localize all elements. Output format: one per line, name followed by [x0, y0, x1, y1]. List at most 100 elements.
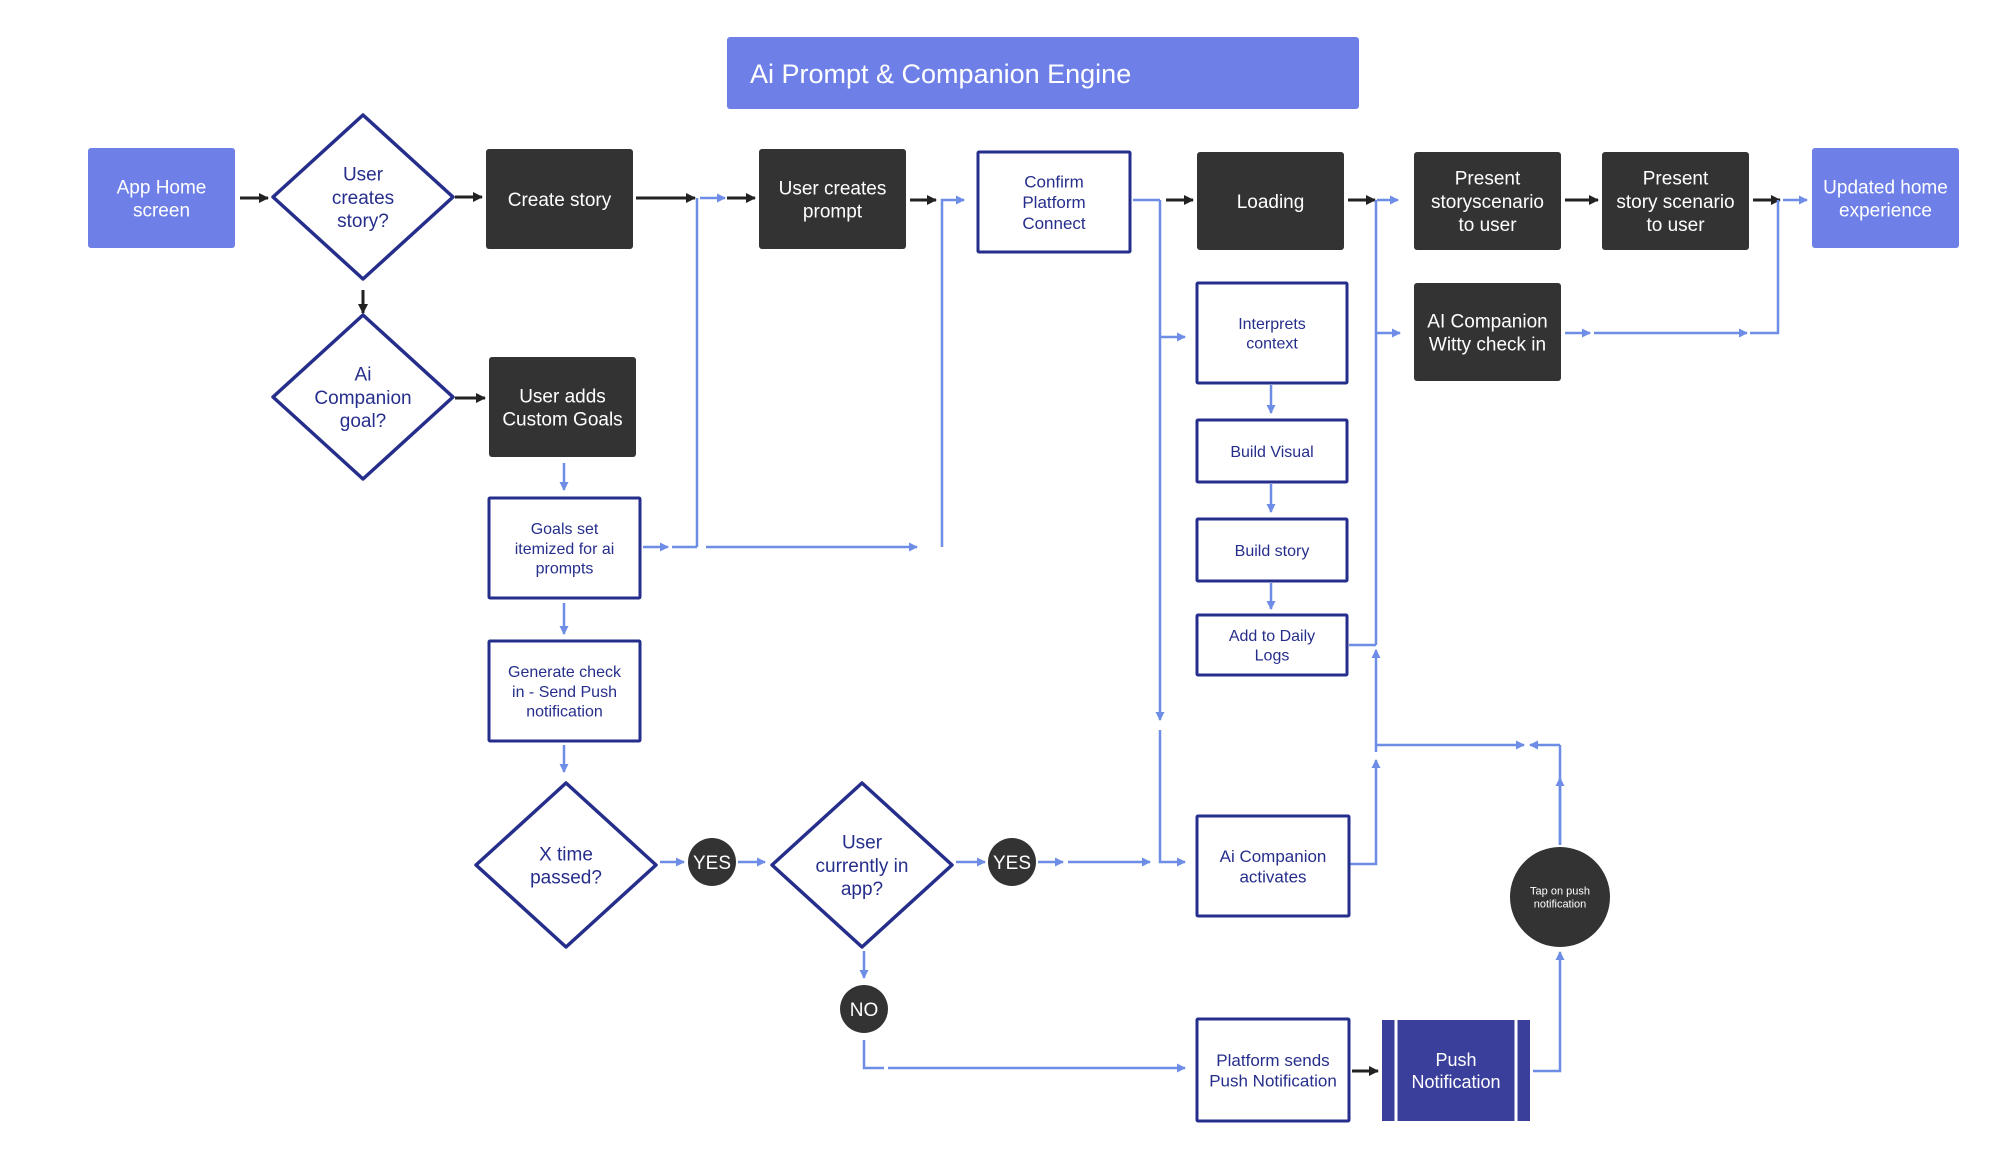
user-in-app-label-line: User	[842, 833, 883, 854]
ai-companion-goal-label-line: goal?	[340, 411, 387, 432]
user-in-app-label-line: currently in	[816, 856, 909, 877]
yes-label-1-shape	[688, 838, 736, 886]
generate-checkin-label-line: notification	[526, 703, 603, 720]
ai-witty-label-line: AI Companion	[1427, 311, 1547, 332]
no-label-shape	[840, 985, 888, 1033]
generate-check-in-node: Generate check in - Send Push notification	[487, 639, 642, 743]
confirm-platform-label-line: Platform	[1022, 193, 1085, 212]
create-story-node-shape	[486, 149, 633, 249]
user-creates-story-label-line: User	[343, 165, 384, 186]
yes-label-1: YES	[688, 838, 736, 886]
present-storyscenario-label-line: Present	[1455, 169, 1521, 190]
tap-push-label-line: Tap on push	[1530, 885, 1590, 897]
tap-push-label-line: notification	[1534, 899, 1587, 911]
build-visual-node: Build Visual	[1195, 418, 1349, 484]
confirm-platform-connect-node-shape	[976, 150, 1132, 254]
updated-home-experience-node-shape	[1812, 148, 1959, 248]
header-background	[727, 37, 1359, 109]
confirm-platform-label-line: Connect	[1022, 214, 1086, 233]
add-daily-logs-label-line: Logs	[1255, 648, 1290, 665]
diagram-header: Ai Prompt & Companion Engine	[727, 37, 1359, 109]
user-adds-goals-label-line: Custom Goals	[502, 409, 622, 430]
confirm-platform-label-line: Confirm	[1024, 172, 1084, 191]
build-story-label-line: Build story	[1235, 543, 1310, 560]
build-story-node-shape	[1195, 517, 1349, 583]
user-creates-prompt-label-line: prompt	[803, 201, 863, 222]
x-time-passed-label-line: X time	[539, 844, 593, 865]
user-adds-custom-goals-node-shape	[489, 357, 636, 457]
push-notification-label-line: Push	[1435, 1050, 1476, 1070]
generate-checkin-label-line: in - Send Push	[512, 684, 617, 701]
goals-set-label-line: prompts	[536, 560, 594, 577]
interprets-context-label-line: context	[1246, 336, 1298, 353]
ai-activates-label-line: Ai Companion	[1220, 847, 1327, 866]
ai-companion-activates-node-shape	[1195, 814, 1351, 918]
user-creates-story-decision-shape	[271, 113, 455, 281]
ai-activates-label-line: activates	[1239, 867, 1306, 886]
user-creates-story-label-line: creates	[332, 188, 394, 209]
present-story-scenario-label-line: story scenario	[1616, 192, 1734, 213]
create-story-node: Create story	[486, 149, 633, 249]
build-story-node: Build story	[1195, 517, 1349, 583]
connector-activates-up	[1349, 759, 1381, 866]
ai-companion-witty-check-in-node-shape	[1414, 283, 1561, 381]
ai-companion-goal-label-line: Ai	[355, 365, 372, 386]
interprets-context-node-shape	[1195, 281, 1349, 385]
connector-push-to-tap	[1533, 951, 1565, 1073]
updated-home-label-line: experience	[1839, 200, 1932, 221]
interprets-context-label-line: Interprets	[1238, 316, 1306, 333]
goals-set-label-line: Goals set	[531, 521, 599, 538]
present-storyscenario-label-line: storyscenario	[1431, 192, 1544, 213]
user-currently-in-app-decision-shape	[770, 781, 954, 949]
loading-node-shape	[1197, 152, 1344, 250]
create-story-label-line: Create story	[508, 190, 612, 211]
goals-set-label-line: itemized for ai	[515, 541, 615, 558]
present-story-scenario-node-shape	[1602, 152, 1749, 250]
ai-witty-label-line: Witty check in	[1429, 334, 1546, 355]
x-time-passed-label-line: passed?	[530, 867, 602, 888]
user-creates-prompt-label-line: User creates	[779, 178, 887, 199]
build-visual-node-shape	[1195, 418, 1349, 484]
connector-witty-up	[1750, 200, 1780, 335]
platform-sends-label-line: Platform sends	[1216, 1051, 1329, 1070]
goals-set-itemized-node: Goals set itemized for ai prompts	[487, 496, 642, 600]
present-story-scenario-label-line: to user	[1646, 215, 1705, 236]
ai-companion-goal-label-line: Companion	[314, 388, 411, 409]
yes-label-2: YES	[988, 838, 1036, 886]
add-daily-logs-label-line: Add to Daily	[1229, 628, 1315, 645]
generate-checkin-label-line: Generate check	[508, 664, 622, 681]
build-visual-label-line: Build Visual	[1230, 444, 1313, 461]
ai-companion-goal-decision-shape	[271, 313, 455, 481]
loading-label-line: Loading	[1237, 192, 1305, 213]
diagram-title: Ai Prompt & Companion Engine	[750, 59, 1131, 89]
loading-node: Loading	[1197, 152, 1344, 250]
no-label-line: NO	[850, 1000, 879, 1021]
user-creates-prompt-node-shape	[759, 149, 906, 249]
present-storyscenario-label-line: to user	[1458, 215, 1517, 236]
app-home-label-line: screen	[133, 200, 190, 221]
tap-on-push-notification-node: Tap on push notification	[1510, 847, 1610, 947]
connector-to-ai-activates	[1158, 730, 1186, 867]
present-storyscenario-node-shape	[1414, 152, 1561, 250]
platform-sends-label-line: Push Notification	[1209, 1071, 1337, 1090]
user-adds-goals-label-line: User adds	[519, 386, 606, 407]
connectors	[240, 192, 1808, 1076]
tap-on-push-notification-node-shape	[1510, 847, 1610, 947]
